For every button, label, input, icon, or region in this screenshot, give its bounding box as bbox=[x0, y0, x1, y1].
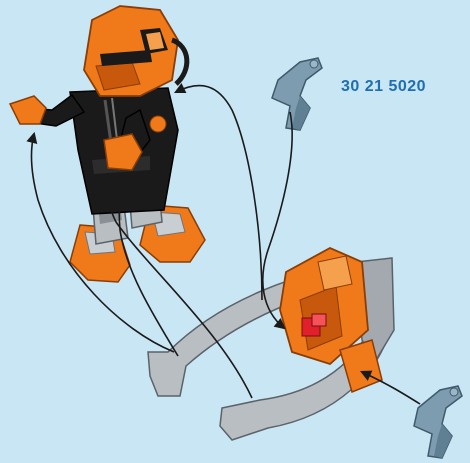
harpoon-gun-top bbox=[272, 58, 322, 130]
part-number: 30 21 5020 bbox=[341, 78, 426, 96]
left-arm bbox=[10, 95, 84, 126]
arrow-harness-to-back bbox=[176, 86, 262, 300]
backpack-harness bbox=[148, 248, 394, 440]
harpoon-gun-bottom bbox=[414, 386, 462, 458]
diver-figure bbox=[10, 6, 205, 282]
arrow-bottomgun-to-harness bbox=[362, 372, 420, 404]
helmet bbox=[84, 6, 178, 96]
